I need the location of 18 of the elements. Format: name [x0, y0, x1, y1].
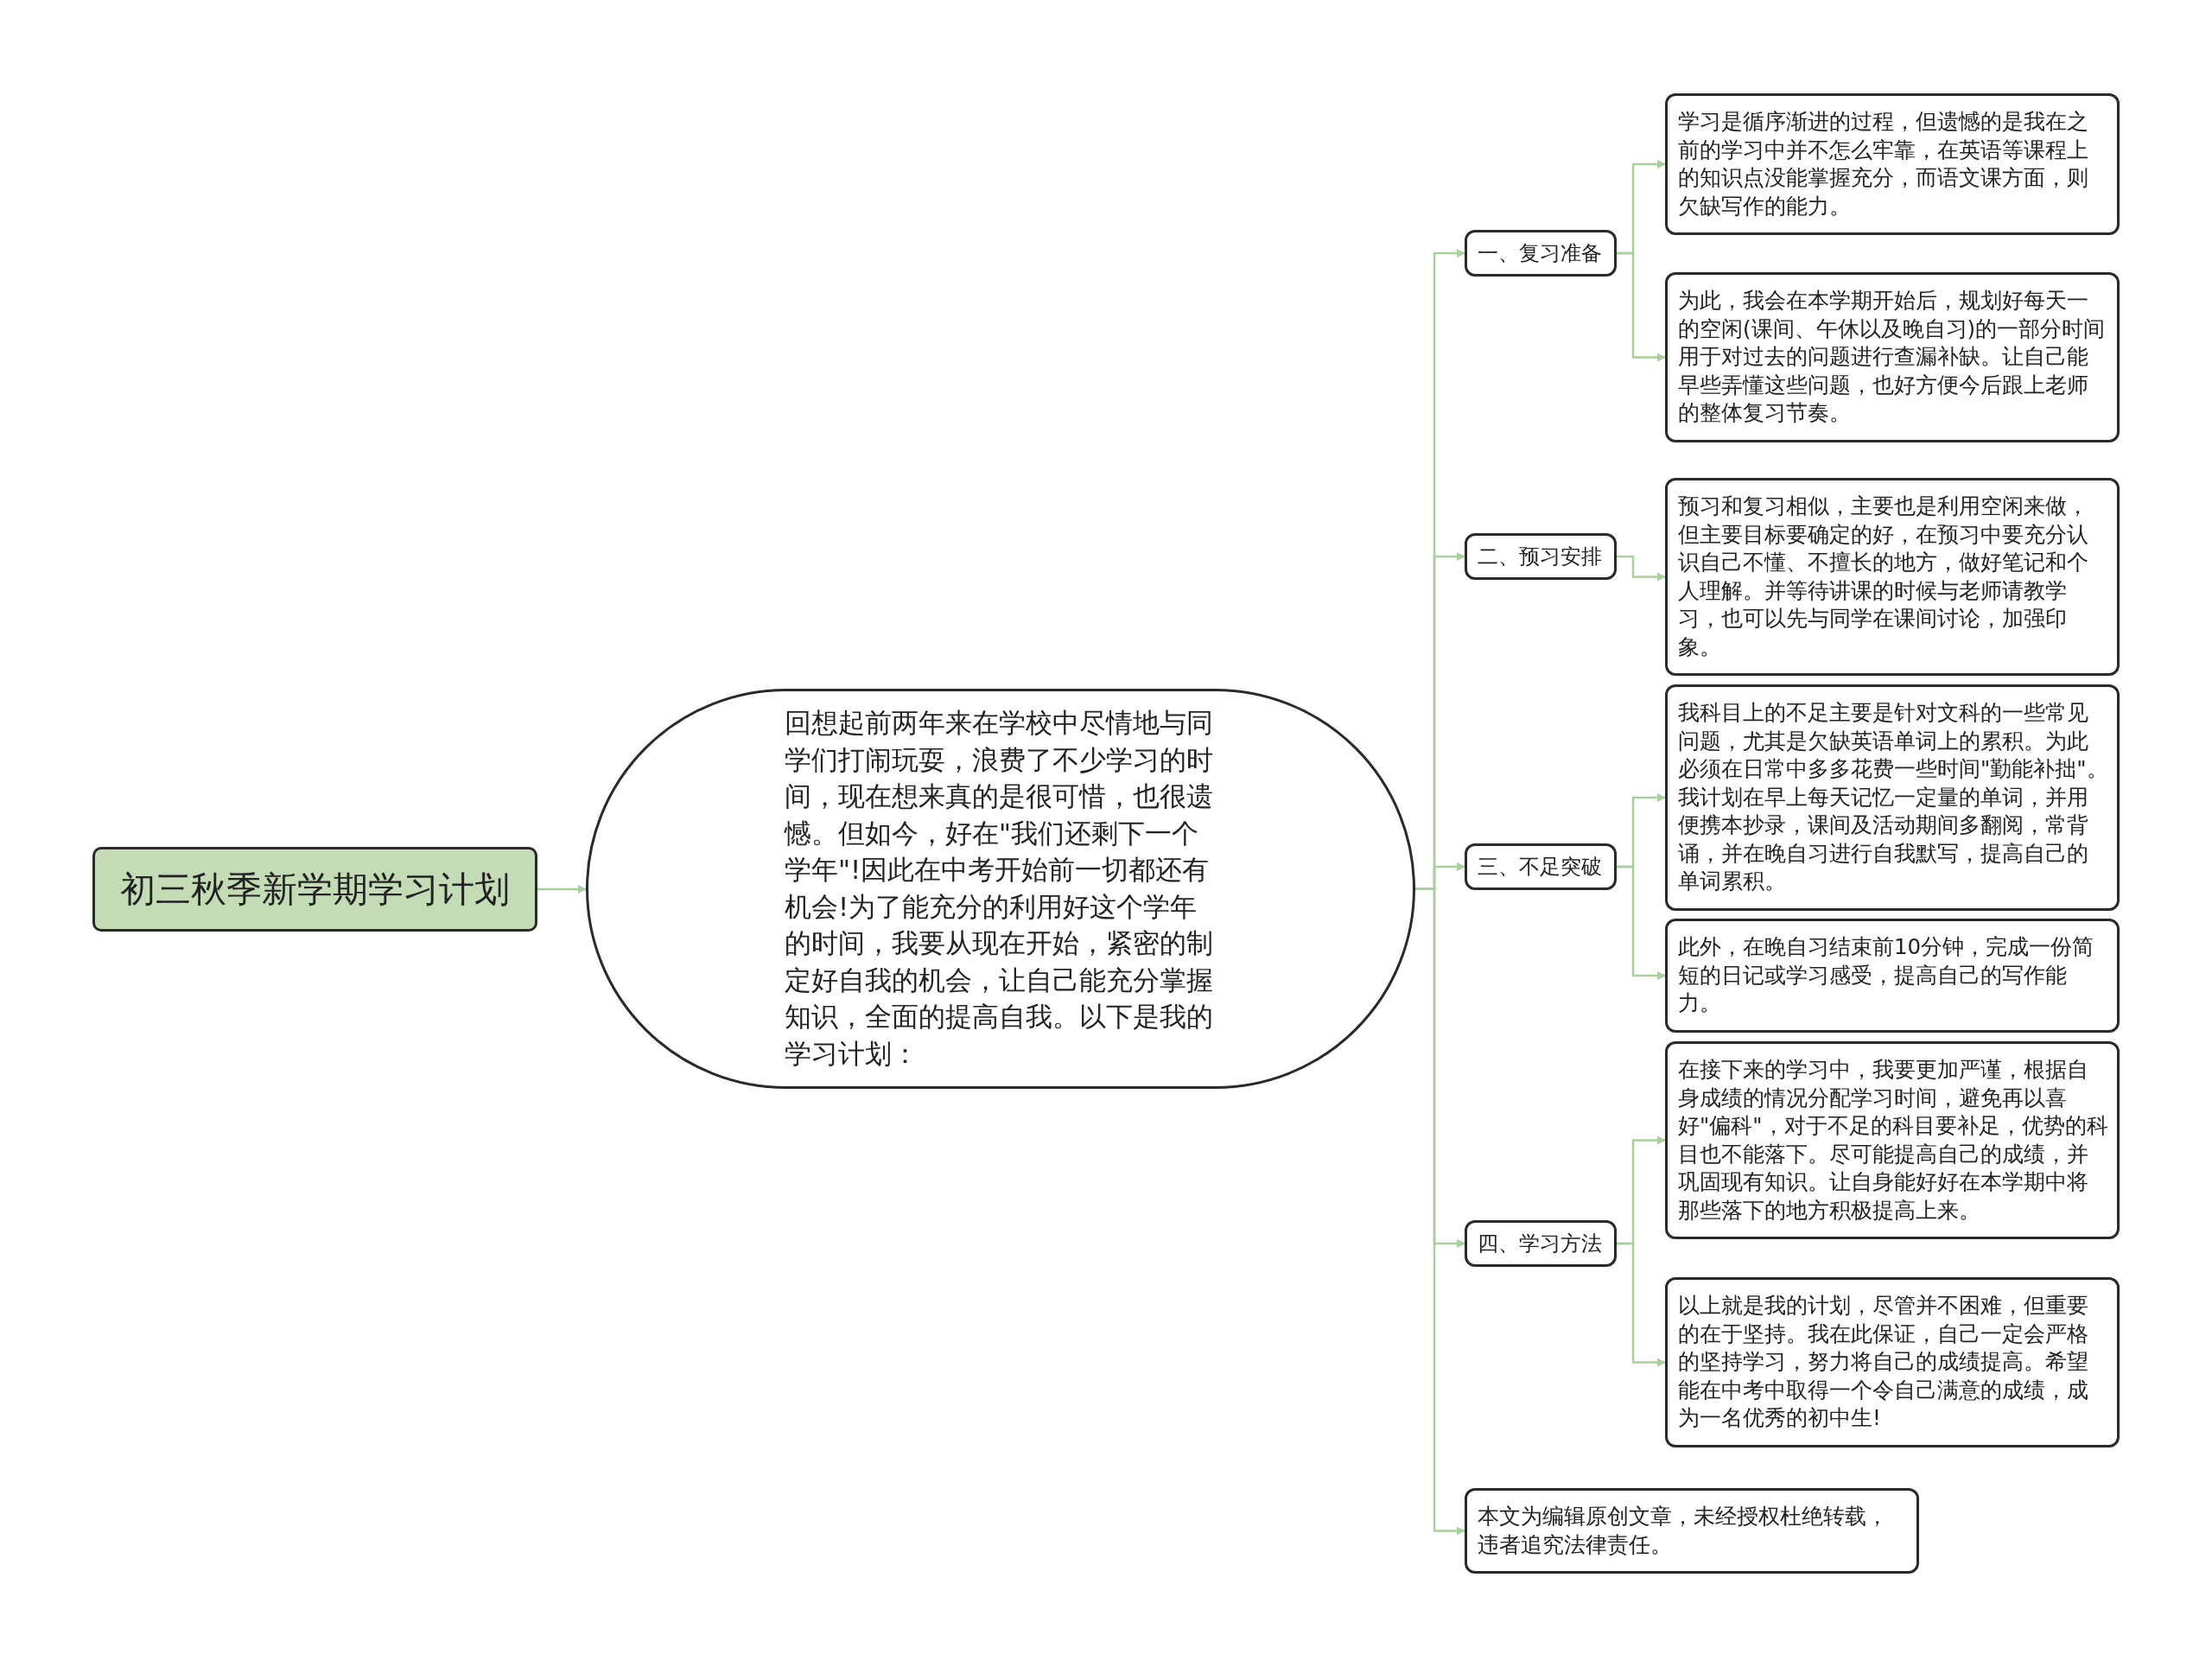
- text-box: 在接下来的学习中，我要更加严谨，根据自身成绩的情况分配学习时间，避免再以喜好"偏科"，对于不足的科目要补足，优势的科目也不能落下。尽可能提高自己的成绩，并巩固现有知识。让自身能好好在本学期中将那些落下的地方积极提高上来。: [1665, 1041, 2120, 1239]
- topic-box: 一、复习准备: [1465, 230, 1617, 277]
- text-box: 我科目上的不足主要是针对文科的一些常见问题，尤其是欠缺英语单词上的累积。为此必须在日常中多多花费一些时间"勤能补拙"。我计划在早上每天记忆一定量的单词，并用便携本抄录，课间及活动期间多翻阅，常背诵，并在晚自习进行自我默写，提高自己的单词累积。: [1665, 684, 2120, 911]
- arrow: [537, 885, 587, 894]
- note-box: 本文为编辑原创文章，未经授权杜绝转载，违者追究法律责任。: [1465, 1488, 1919, 1574]
- title-box: 初三秋季新学期学习计划: [92, 847, 537, 932]
- topic-box: 二、预习安排: [1465, 533, 1617, 580]
- arrow: [1617, 865, 1666, 980]
- text-box: 学习是循序渐进的过程，但遗憾的是我在之前的学习中并不怎么牢靠，在英语等课程上的知识点没能掌握充分，而语文课方面，则欠缺写作的能力。: [1665, 93, 2120, 235]
- topic-box: 四、学习方法: [1465, 1220, 1617, 1267]
- topic-box: 三、不足突破: [1465, 843, 1617, 890]
- text-box: 此外，在晚自习结束前10分钟，完成一份简短的日记或学习感受，提高自己的写作能力。: [1665, 919, 2120, 1033]
- arrow: [1617, 1242, 1666, 1367]
- text-box: 预习和复习相似，主要也是利用空闲来做，但主要目标要确定的好，在预习中要充分认识自己不懂、不擅长的地方，做好笔记和个人理解。并等待讲课的时候与老师请教学习，也可以先与同学在课间讨论，加强印象。: [1665, 478, 2120, 676]
- arrow: [1617, 251, 1666, 362]
- text-box: 为此，我会在本学期开始后，规划好每天一的空闲(课间、午休以及晚自习)的一部分时间用于对过去的问题进行查漏补缺。让自己能早些弄懂这些问题，也好方便今后跟上老师的整体复习节奏。: [1665, 272, 2120, 442]
- arrow: [1617, 555, 1666, 582]
- text-box: 以上就是我的计划，尽管并不困难，但重要的在于坚持。我在此保证，自己一定会严格的坚持学习，努力将自己的成绩提高。希望能在中考中取得一个令自己满意的成绩，成为一名优秀的初中生!: [1665, 1277, 2120, 1447]
